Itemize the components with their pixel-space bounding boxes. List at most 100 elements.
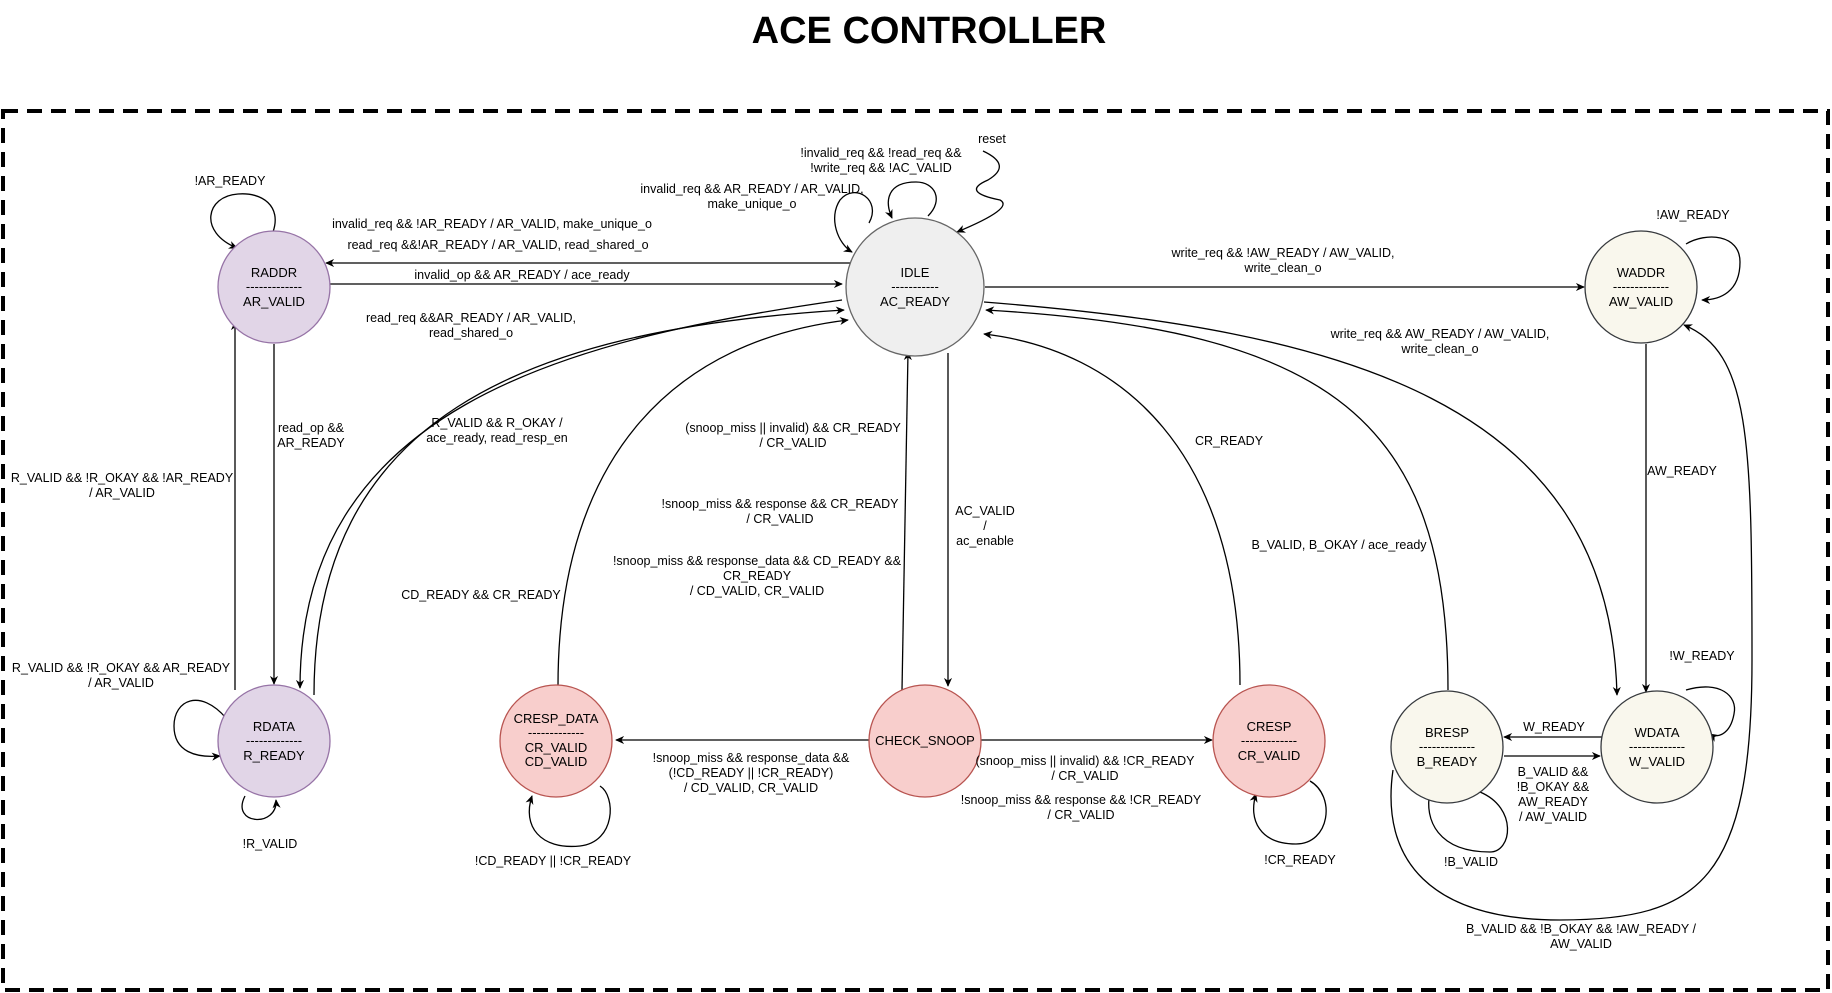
label-idle-to-check-line-0: AC_VALID [955,504,1015,518]
state-rdata-line-0: RDATA [253,719,295,734]
label-check-to-idle-3-line-1: CR_READY [723,569,792,583]
edge-idle-to-wdata [983,301,1621,696]
label-check-to-idle-2-line-1: / CR_VALID [746,512,813,526]
label-check-to-cresp-data: !snoop_miss && response_data && (!CD_REA… [653,751,850,795]
label-raddr-to-rdata: read_op && AR_READY [277,421,345,450]
label-cresp-data-self: !CD_READY || !CR_READY [475,854,632,868]
label-bresp-self: !B_VALID [1444,855,1498,869]
edge-reset [956,150,1004,233]
label-check-to-idle-1-line-1: / CR_VALID [759,436,826,450]
label-idle-to-check-line-2: ac_enable [956,534,1014,548]
label-cresp-to-idle-line-0: CR_READY [1195,434,1264,448]
state-cresp-data-line-0: CRESP_DATA [514,711,599,726]
label-idle-to-wdata: write_req && AW_READY / AW_VALID, write_… [1330,327,1550,356]
label-check-to-idle-1-line-0: (snoop_miss || invalid) && CR_READY [685,421,901,435]
state-check-snoop-line-0: CHECK_SNOOP [875,733,975,748]
label-check-to-cresp-1-line-1: / CR_VALID [1051,769,1118,783]
label-rdata-self-ar-line-1: / AR_VALID [88,676,154,690]
label-idle-to-waddr: write_req && !AW_READY / AW_VALID, write… [1171,246,1395,275]
edge-cresp-data-to-idle [557,316,849,687]
label-wdata-to-bresp-line-0: W_READY [1523,720,1585,734]
label-bresp-to-idle: B_VALID, B_OKAY / ace_ready [1251,538,1427,552]
label-raddr-self-line-0: !AR_READY [195,174,267,188]
state-rdata-line-1: ------------- [246,733,302,748]
label-bresp-self-line-0: !B_VALID [1444,855,1498,869]
edge-cresp-to-idle [983,330,1241,686]
label-cresp-self: !CR_READY [1264,853,1336,867]
state-cresp-data-line-1: ------------- [528,725,584,740]
edge-idle-to-raddr-ready [834,192,874,253]
edge-rdata-to-idle [313,306,845,696]
label-idle-to-raddr-line-0: invalid_req && !AR_READY / AR_VALID, mak… [332,217,652,231]
label-check-to-cresp-1-line-0: (snoop_miss || invalid) && !CR_READY [975,754,1195,768]
label-wdata-to-bresp: W_READY [1523,720,1585,734]
edge-waddr-self [1685,236,1741,305]
label-cresp-data-self-line-0: !CD_READY || !CR_READY [475,854,632,868]
edge-cresp-data-self [525,785,611,848]
diagram-title: ACE CONTROLLER [752,10,1107,52]
state-cresp: CRESP ------------- CR_VALID [1212,684,1326,798]
state-bresp-line-2: B_READY [1417,754,1478,769]
edge-bresp-self [1424,791,1509,853]
state-idle-line-0: IDLE [901,265,930,280]
label-idle-to-rdata-line-0: read_req &&AR_READY / AR_VALID, [366,311,576,325]
state-cresp-data-line-2: CR_VALID [525,740,588,755]
state-bresp-line-1: ------------- [1419,739,1475,754]
label-raddr-to-rdata-line-0: read_op && [278,421,345,435]
label-check-to-idle-3-line-2: / CD_VALID, CR_VALID [690,584,824,598]
state-waddr: WADDR ------------- AW_VALID [1584,230,1698,344]
label-rdata-self-line-0: !R_VALID [243,837,298,851]
label-rdata-to-raddr: R_VALID && !R_OKAY && !AR_READY / AR_VAL… [11,471,234,500]
label-rdata-to-idle-line-0: R_VALID && R_OKAY / [431,416,563,430]
label-idle-to-waddr-line-1: write_clean_o [1243,261,1321,275]
label-idle-to-raddr: invalid_req && !AR_READY / AR_VALID, mak… [332,217,652,252]
label-cresp-data-to-idle-line-0: CD_READY && CR_READY [401,588,561,602]
edge-idle-to-rdata [295,299,843,689]
label-check-to-idle-1: (snoop_miss || invalid) && CR_READY / CR… [685,421,901,450]
state-rdata: RDATA ------------- R_READY [217,684,331,798]
state-bresp: BRESP ------------- B_READY [1390,690,1504,804]
label-rdata-to-idle-line-1: ace_ready, read_resp_en [426,431,568,445]
label-bresp-to-waddr: B_VALID && !B_OKAY && !AW_READY / AW_VAL… [1466,922,1696,951]
state-rdata-line-2: R_READY [243,748,305,763]
label-bresp-to-wdata-line-2: AW_READY [1518,795,1588,809]
label-check-to-cresp-data-line-2: / CD_VALID, CR_VALID [684,781,818,795]
state-idle-line-1: ----------- [891,279,939,294]
edge-bresp-to-idle [985,306,1449,691]
state-cresp-line-2: CR_VALID [1238,748,1301,763]
label-bresp-to-wdata-line-3: / AW_VALID [1519,810,1587,824]
label-idle-to-raddr-invalid: invalid_req && AR_READY / AR_VALID, make… [640,182,863,211]
label-bresp-to-wdata-line-1: !B_OKAY && [1517,780,1590,794]
label-wdata-self-line-0: !W_READY [1669,649,1735,663]
label-idle-to-raddr-line-1: read_req &&!AR_READY / AR_VALID, read_sh… [347,238,648,252]
state-wdata-line-1: ------------- [1629,739,1685,754]
label-waddr-to-wdata-line-0: AW_READY [1647,464,1717,478]
label-raddr-to-rdata-line-1: AR_READY [277,436,345,450]
state-raddr: RADDR ------------- AR_VALID [217,230,331,344]
label-idle-self: !invalid_req && !read_req && !write_req … [800,146,962,175]
label-rdata-self-ar-line-0: R_VALID && !R_OKAY && AR_READY [12,661,231,675]
label-waddr-to-wdata: AW_READY [1647,464,1717,478]
state-waddr-line-2: AW_VALID [1609,294,1673,309]
state-cresp-line-1: ------------- [1241,733,1297,748]
edge-idle-self [885,181,937,219]
label-bresp-to-wdata: B_VALID && !B_OKAY && AW_READY / AW_VALI… [1517,765,1590,824]
edge-rdata-self [241,795,281,821]
label-reset: reset [978,132,1006,146]
edge-raddr-self [210,193,276,249]
label-check-to-idle-2: !snoop_miss && response && CR_READY / CR… [662,497,900,526]
state-raddr-line-0: RADDR [251,265,297,280]
edge-cresp-self [1249,780,1327,845]
label-rdata-self: !R_VALID [243,837,298,851]
label-cresp-data-to-idle: CD_READY && CR_READY [401,588,561,602]
label-raddr-self: !AR_READY [195,174,267,188]
state-bresp-line-0: BRESP [1425,725,1469,740]
label-check-to-idle-2-line-0: !snoop_miss && response && CR_READY [662,497,900,511]
label-rdata-to-raddr-line-0: R_VALID && !R_OKAY && !AR_READY [11,471,234,485]
label-cresp-self-line-0: !CR_READY [1264,853,1336,867]
label-idle-to-wdata-line-1: write_clean_o [1400,342,1478,356]
label-rdata-to-idle: R_VALID && R_OKAY / ace_ready, read_resp… [426,416,568,445]
state-raddr-line-1: ------------- [246,279,302,294]
label-check-to-idle-3: !snoop_miss && response_data && CD_READY… [613,554,902,598]
